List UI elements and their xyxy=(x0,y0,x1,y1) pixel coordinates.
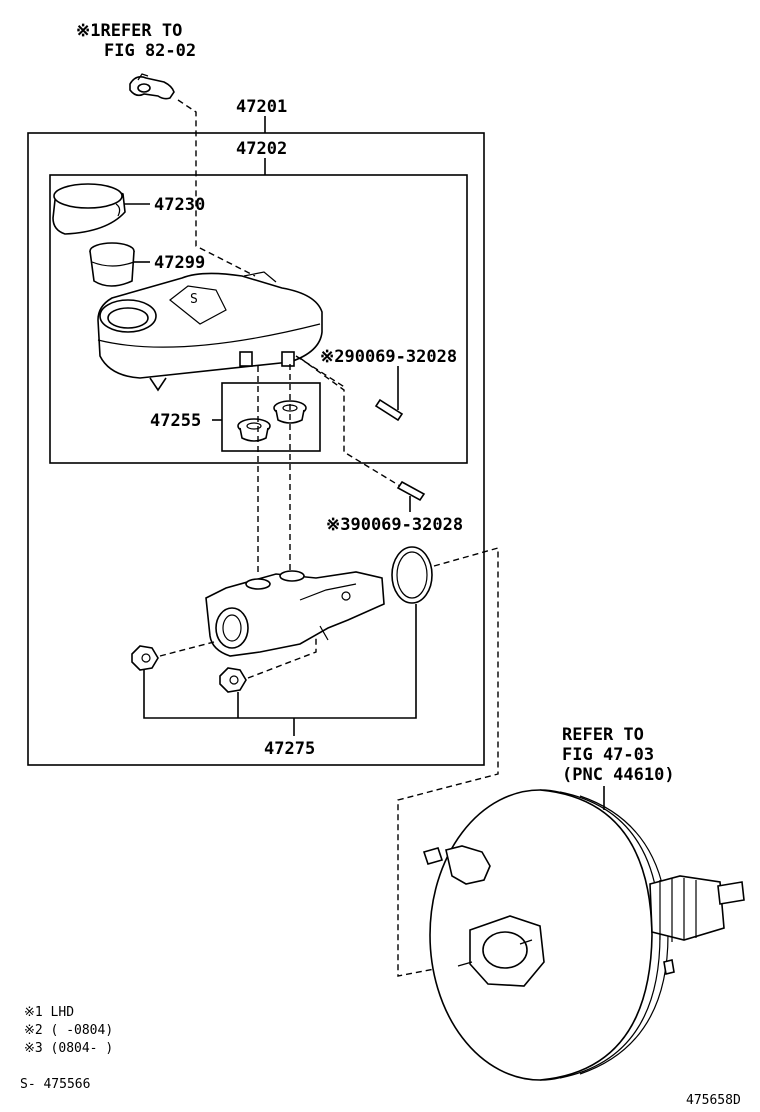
bracket-47275 xyxy=(143,604,417,719)
grommet-47255-box xyxy=(221,382,321,452)
reservoir-clip-part xyxy=(129,73,175,100)
brake-booster-part xyxy=(422,789,745,1081)
svg-text:S: S xyxy=(190,292,198,307)
pin-3-part xyxy=(396,480,426,502)
master-cylinder-body-part xyxy=(205,570,385,657)
strainer-part xyxy=(89,242,135,287)
label-47202: 47202 xyxy=(236,139,287,159)
nut-right-part xyxy=(219,667,247,693)
reservoir-cap-part xyxy=(52,183,126,235)
reservoir-47202-box xyxy=(49,174,468,464)
dashed-clip-to-reservoir xyxy=(177,99,256,277)
label-90069-3: ※390069-32028 xyxy=(326,515,463,535)
refer-right-line3: (PNC 44610) xyxy=(562,765,675,785)
pin-2-part xyxy=(374,398,404,422)
footer-right-code: 475658D xyxy=(686,1093,741,1108)
refer-top-line2: FIG 82-02 xyxy=(104,41,196,61)
label-47201: 47201 xyxy=(236,97,287,117)
label-47275: 47275 xyxy=(264,739,315,759)
dashed-nut-right xyxy=(247,636,317,679)
refer-right-line1: REFER TO xyxy=(562,725,644,745)
assembly-47201-box xyxy=(27,132,485,766)
label-90069-2: ※290069-32028 xyxy=(320,347,457,367)
refer-top-line1: ※1REFER TO xyxy=(76,21,182,41)
label-47299: 47299 xyxy=(154,253,205,273)
footer-left-code: S- 475566 xyxy=(20,1077,90,1092)
grommet-left-part xyxy=(237,418,271,442)
dashed-reservoir-to-pin2 xyxy=(299,357,401,487)
note-1: ※1 LHD xyxy=(24,1005,74,1020)
label-47255: 47255 xyxy=(150,411,201,431)
note-3: ※3 (0804- ) xyxy=(24,1041,113,1056)
nut-left-part xyxy=(131,645,159,671)
dashed-cylinder-to-booster xyxy=(397,547,499,977)
note-2: ※2 ( -0804) xyxy=(24,1023,113,1038)
o-ring-part xyxy=(391,546,433,604)
refer-right-line2: FIG 47-03 xyxy=(562,745,654,765)
label-47230: 47230 xyxy=(154,195,205,215)
dashed-nut-left xyxy=(159,641,215,657)
reservoir-tank-part: S xyxy=(97,271,323,392)
